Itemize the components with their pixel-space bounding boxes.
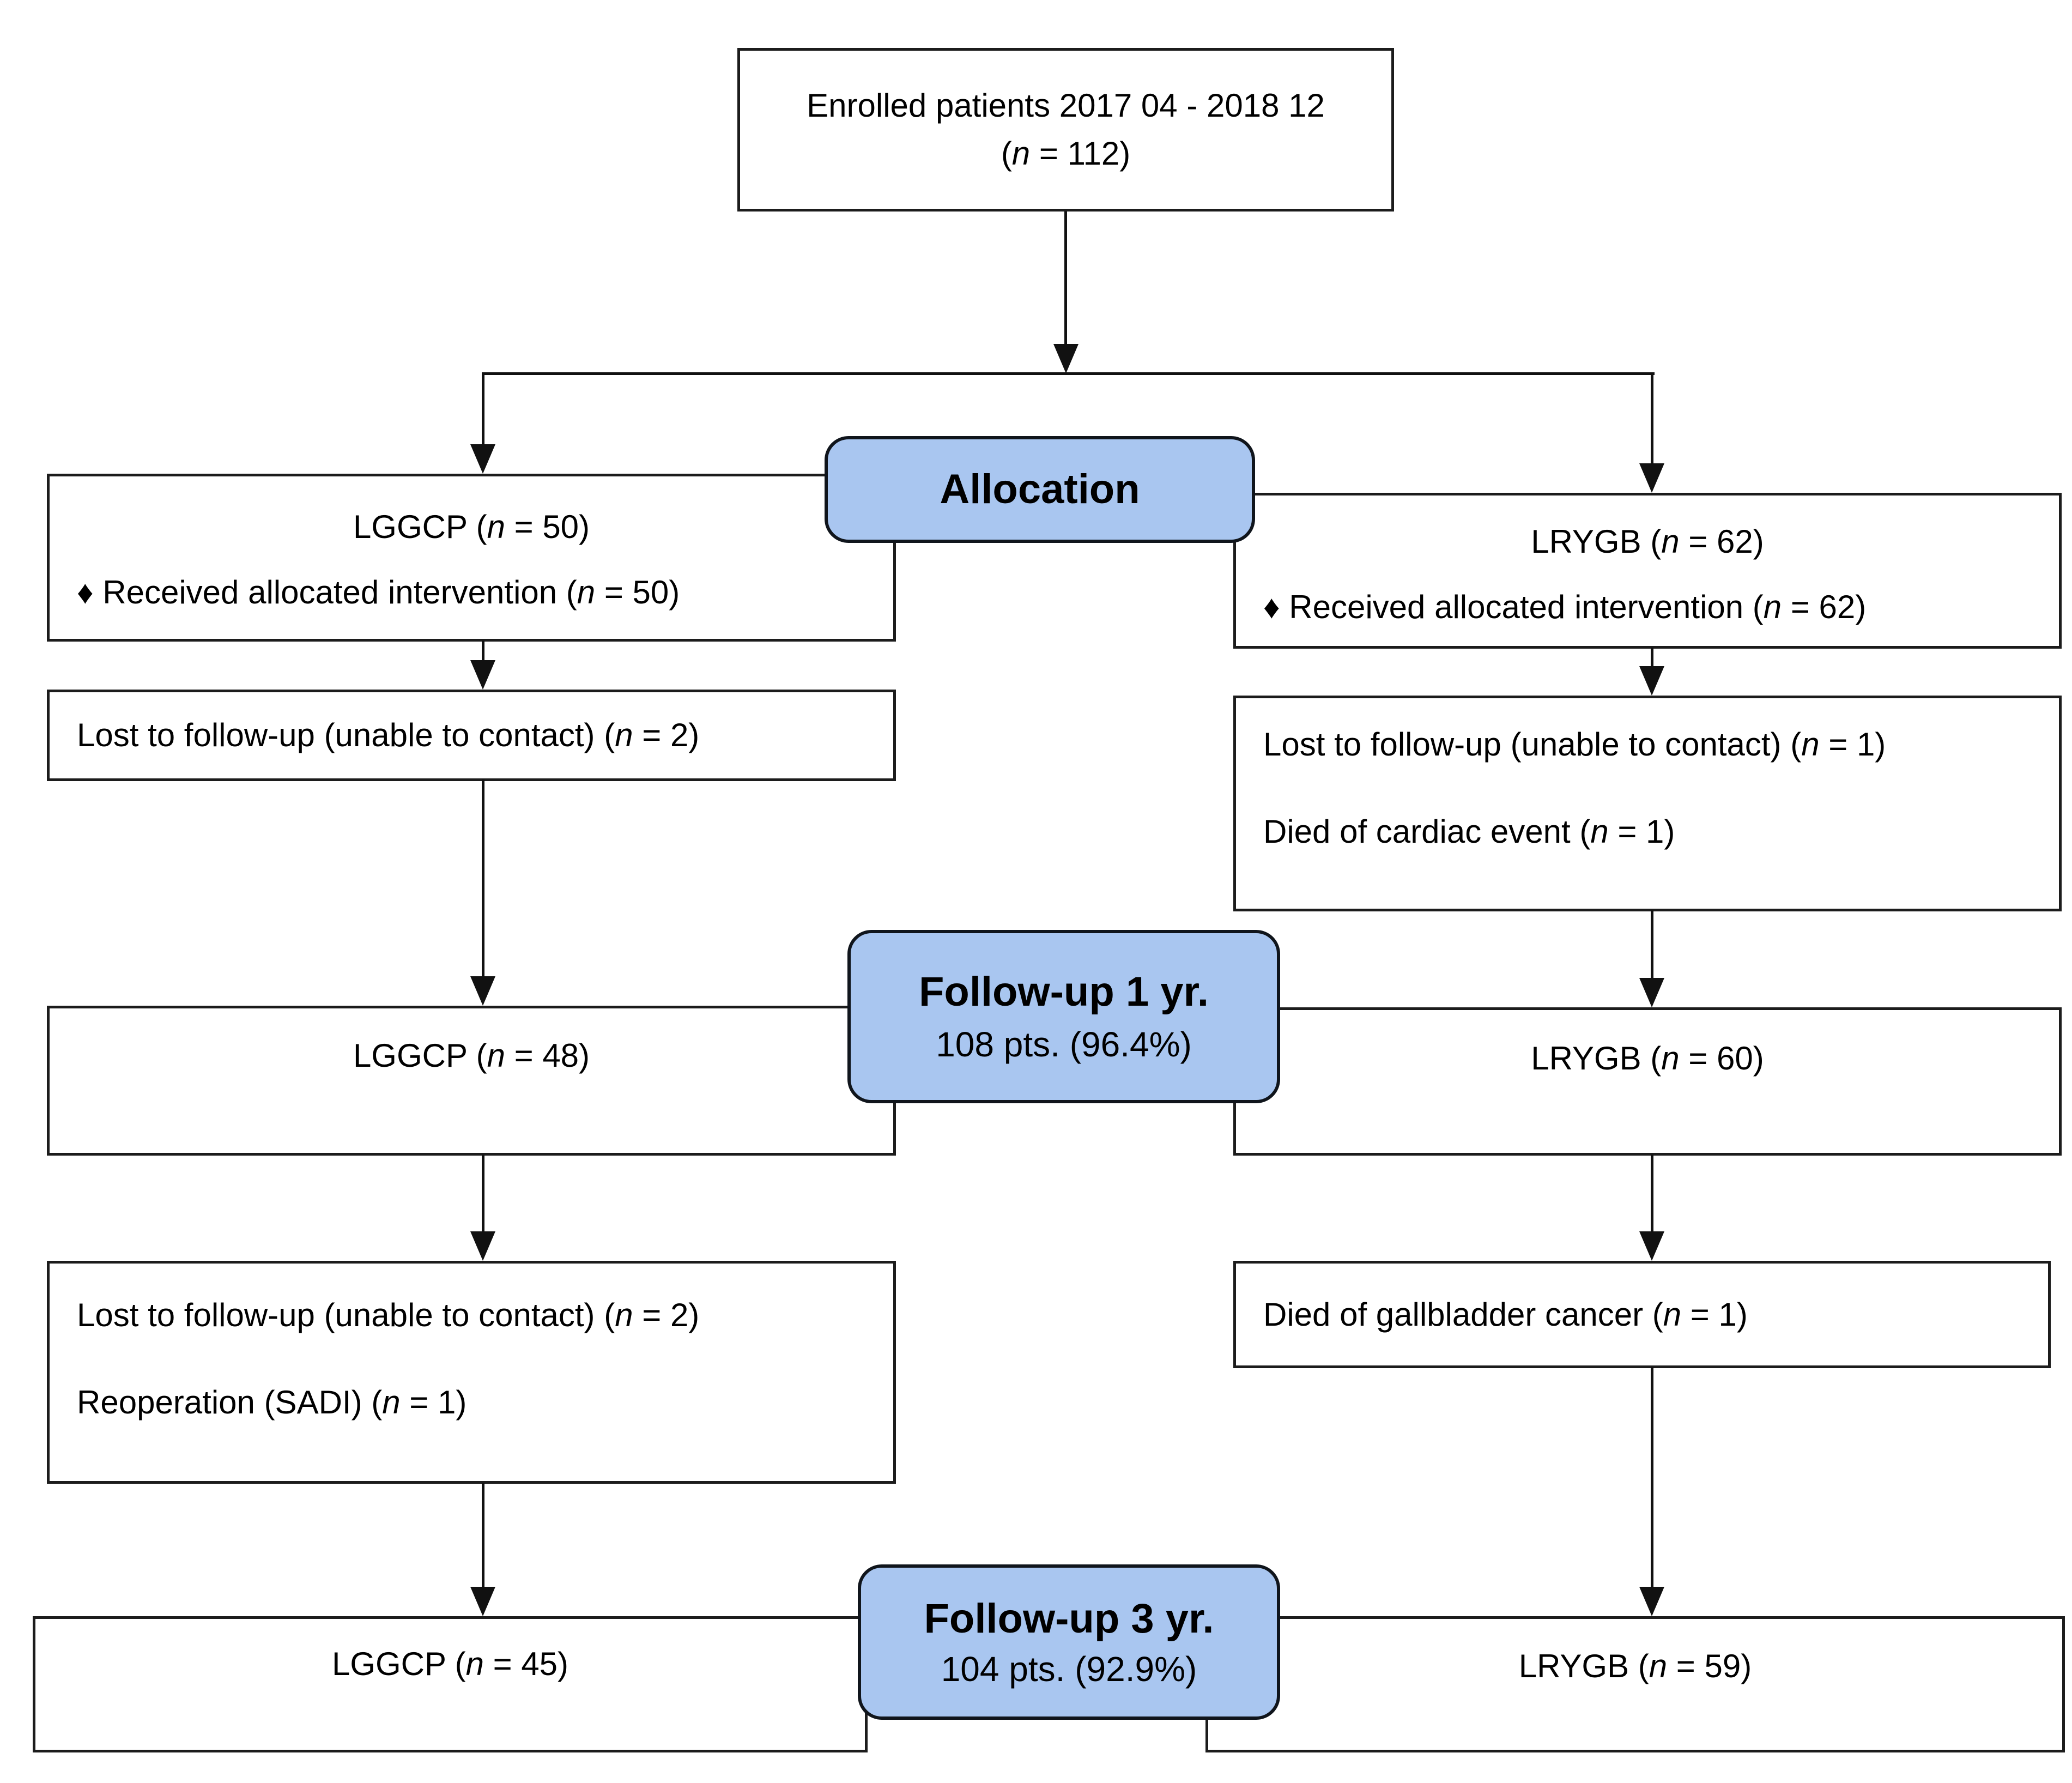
connector-left-to-fu3 — [482, 1483, 484, 1591]
fu1-right-label: LRYGB (n = 60) — [1531, 1040, 1764, 1077]
allocation-pill: Allocation — [825, 436, 1255, 543]
connector-right-to-fu1 — [1651, 910, 1653, 982]
lost1-right-label: Lost to follow-up (unable to contact) (n… — [1263, 726, 1886, 763]
followup-3yr-pill: Follow-up 3 yr. 104 pts. (92.9%) — [858, 1564, 1280, 1720]
connector-right-to-lost1 — [1651, 648, 1653, 669]
alloc-right-received-label: ♦ Received allocated intervention (n = 6… — [1263, 589, 1867, 625]
lost2-left-box: Lost to follow-up (unable to contact) (n… — [47, 1261, 896, 1484]
followup-1yr-pill: Follow-up 1 yr. 108 pts. (96.4%) — [847, 930, 1280, 1103]
arrowhead-left-lost1 — [470, 660, 495, 690]
connector-left-to-lost1 — [482, 640, 484, 664]
alloc-right-group-label: LRYGB (n = 62) — [1531, 523, 1764, 560]
arrowhead-left-branch — [470, 444, 495, 474]
lost1-right-box: Lost to follow-up (unable to contact) (n… — [1233, 696, 2062, 911]
connector-left-to-lost2 — [482, 1155, 484, 1234]
arrowhead-right-lost1 — [1639, 666, 1664, 696]
fu3-left-label: LGGCP (n = 45) — [331, 1646, 569, 1682]
alloc-right-box: LRYGB (n = 62) ♦ Received allocated inte… — [1233, 493, 2062, 649]
fu3-left-box: LGGCP (n = 45) — [33, 1616, 868, 1752]
enrolled-line1: Enrolled patients 2017 04 - 2018 12 — [807, 87, 1325, 124]
arrowhead-left-fu1 — [470, 976, 495, 1006]
connector-split-horizontal — [482, 372, 1655, 375]
died-cardiac-label: Died of cardiac event (n = 1) — [1263, 813, 1675, 850]
connector-left-to-fu1 — [482, 779, 484, 980]
fu1-right-box: LRYGB (n = 60) — [1233, 1007, 2062, 1156]
enrolled-box: Enrolled patients 2017 04 - 2018 12 (n =… — [737, 48, 1394, 211]
fu3-right-label: LRYGB (n = 59) — [1518, 1648, 1752, 1684]
fu3-right-box: LRYGB (n = 59) — [1205, 1616, 2065, 1752]
fu1-left-label: LGGCP (n = 48) — [353, 1037, 590, 1074]
died-gallbladder-box: Died of gallbladder cancer (n = 1) — [1233, 1261, 2051, 1368]
lost1-left-label: Lost to follow-up (unable to contact) (n… — [77, 717, 700, 753]
alloc-left-group-label: LGGCP (n = 50) — [353, 509, 590, 545]
arrowhead-left-fu3 — [470, 1587, 495, 1616]
allocation-pill-title: Allocation — [940, 466, 1140, 512]
followup-3yr-title: Follow-up 3 yr. — [924, 1595, 1214, 1642]
arrowhead-right-fu1 — [1639, 978, 1664, 1007]
connector-right-to-lost2 — [1651, 1155, 1653, 1234]
arrowhead-left-lost2 — [470, 1231, 495, 1261]
followup-1yr-title: Follow-up 1 yr. — [918, 969, 1209, 1015]
fu1-left-box: LGGCP (n = 48) — [47, 1006, 896, 1156]
lost2-left-label: Lost to follow-up (unable to contact) (n… — [77, 1297, 700, 1333]
lost1-left-box: Lost to follow-up (unable to contact) (n… — [47, 690, 896, 781]
died-gallbladder-label: Died of gallbladder cancer (n = 1) — [1263, 1296, 1748, 1333]
arrowhead-top — [1053, 344, 1079, 373]
alloc-left-box: LGGCP (n = 50) ♦ Received allocated inte… — [47, 474, 896, 642]
followup-1yr-count: 108 pts. (96.4%) — [936, 1025, 1192, 1064]
connector-right-to-fu3 — [1651, 1367, 1653, 1591]
arrowhead-right-fu3 — [1639, 1587, 1664, 1616]
followup-3yr-count: 104 pts. (92.9%) — [941, 1649, 1197, 1689]
connector-right-branch — [1651, 372, 1653, 466]
arrowhead-right-branch — [1639, 463, 1664, 493]
connector-top-vertical — [1064, 211, 1067, 347]
enrolled-count: (n = 112) — [1001, 135, 1131, 172]
connector-left-branch — [482, 372, 484, 447]
arrowhead-right-lost2 — [1639, 1231, 1664, 1261]
alloc-left-received-label: ♦ Received allocated intervention (n = 5… — [77, 574, 680, 611]
reoperation-label: Reoperation (SADI) (n = 1) — [77, 1384, 467, 1421]
